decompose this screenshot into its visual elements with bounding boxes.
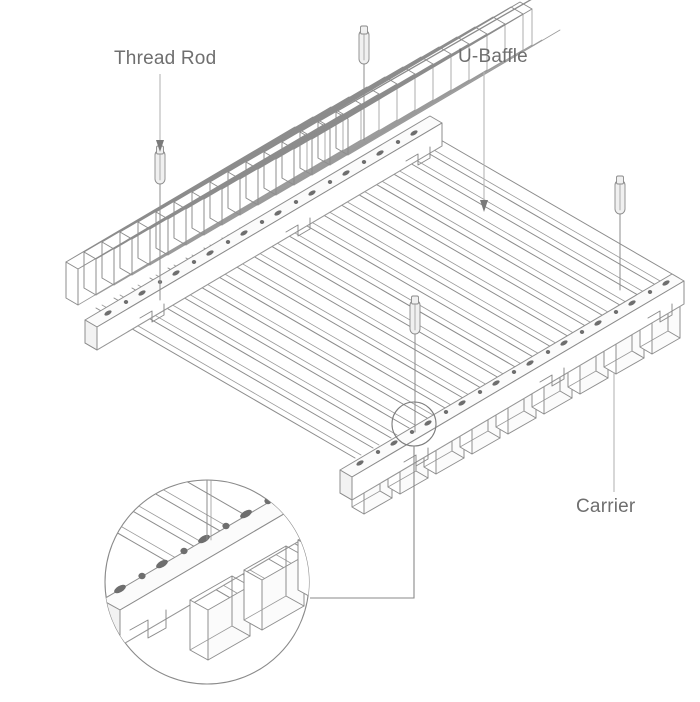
label-u-baffle: U-Baffle — [458, 46, 528, 67]
detail-connector-line — [310, 446, 415, 599]
label-thread-rod: Thread Rod — [114, 48, 216, 69]
carrier-upper-perforations — [104, 130, 418, 316]
label-carrier: Carrier — [576, 496, 636, 517]
carrier-lower-perforations — [356, 280, 670, 466]
carrier-upper[interactable] — [84, 115, 443, 351]
main-assembly — [65, 0, 685, 515]
thread-rod-front[interactable] — [409, 295, 421, 433]
thread-rod-top-center[interactable] — [358, 25, 370, 141]
leader-thread-rod — [156, 74, 164, 152]
thread-rod-left[interactable] — [154, 145, 166, 301]
detail-view-contents — [105, 480, 309, 661]
thread-rod-right[interactable] — [614, 175, 626, 291]
u-baffle-field-back — [65, 0, 561, 306]
u-baffle-field-middle — [95, 127, 680, 459]
leader-u-baffle — [480, 72, 488, 212]
carrier-lower[interactable] — [339, 273, 685, 501]
detail-view — [104, 479, 310, 685]
